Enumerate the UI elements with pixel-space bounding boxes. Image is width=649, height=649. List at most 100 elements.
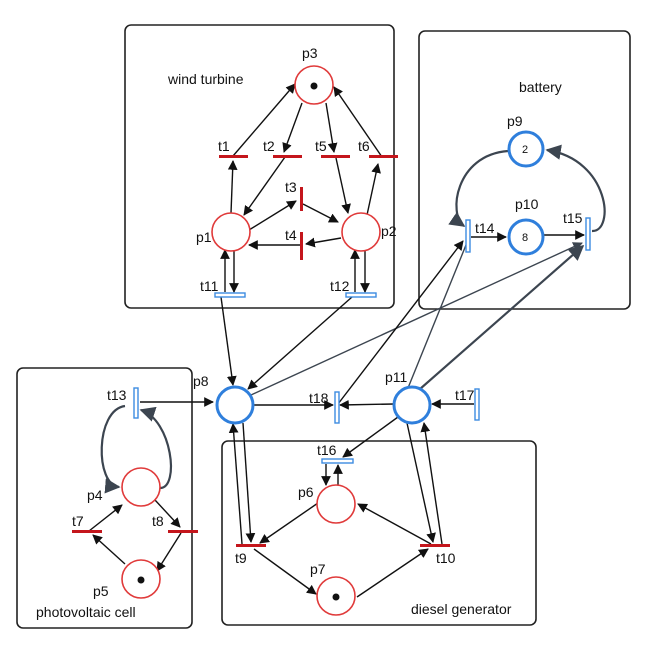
battery-box bbox=[418, 30, 631, 310]
transition-t3-label: t3 bbox=[285, 179, 297, 195]
place-p7-label: p7 bbox=[310, 561, 326, 577]
transition-t5-label: t5 bbox=[315, 138, 327, 154]
place-p10-label: p10 bbox=[515, 196, 539, 212]
transition-t9[interactable]: t9 bbox=[235, 544, 266, 566]
arc-t3-p2 bbox=[302, 203, 339, 223]
arc-t15-p9 bbox=[545, 144, 606, 233]
transition-t9-label: t9 bbox=[235, 550, 247, 566]
arc-t13-p4 bbox=[100, 404, 126, 494]
arc-p8-t9 bbox=[242, 422, 256, 543]
arc-p11-t14 bbox=[407, 244, 467, 389]
transition-t8[interactable]: t8 bbox=[152, 513, 198, 533]
arc-p7-t10 bbox=[356, 548, 429, 598]
transition-t18[interactable]: t18 bbox=[309, 390, 340, 424]
token-dot bbox=[310, 82, 318, 90]
arc-p2-t4 bbox=[305, 237, 342, 248]
place-p11-label: p11 bbox=[385, 369, 408, 385]
arc-t18-t14 bbox=[337, 240, 464, 405]
arc-p4-t13 bbox=[139, 406, 172, 490]
photovoltaic-label: photovoltaic cell bbox=[36, 604, 136, 620]
transition-t4[interactable]: t4 bbox=[285, 227, 303, 260]
transition-t2-label: t2 bbox=[263, 138, 275, 154]
transition-t16[interactable]: t16 bbox=[317, 442, 354, 464]
transition-t17[interactable]: t17 bbox=[455, 387, 480, 421]
place-p4[interactable]: p4 bbox=[87, 467, 161, 507]
subsystem-photovoltaic: photovoltaic cell bbox=[16, 367, 193, 629]
place-p9-tokens: 2 bbox=[522, 144, 528, 156]
transition-t17-label: t17 bbox=[455, 387, 475, 403]
transition-t5[interactable]: t5 bbox=[315, 138, 350, 158]
transitions: t1 t2 t3 t4 t5 t6 t7 t8 bbox=[72, 138, 591, 566]
transition-t7[interactable]: t7 bbox=[72, 513, 102, 533]
transition-t6-label: t6 bbox=[358, 138, 370, 154]
arc-p11-t18 bbox=[339, 399, 395, 410]
place-p2[interactable]: p2 bbox=[341, 212, 397, 252]
transition-t11-label: t11 bbox=[200, 278, 219, 294]
place-p9[interactable]: 2 p9 bbox=[507, 113, 545, 168]
token-dot bbox=[137, 576, 145, 584]
place-p5-label: p5 bbox=[93, 583, 109, 599]
transition-t4-label: t4 bbox=[285, 227, 297, 243]
token-dot bbox=[332, 593, 340, 601]
arc-p3-t2 bbox=[282, 102, 303, 153]
place-p3[interactable]: p3 bbox=[294, 45, 334, 105]
arc-t11-p8 bbox=[220, 296, 237, 386]
place-p6[interactable]: p6 bbox=[298, 484, 356, 524]
transition-t2[interactable]: t2 bbox=[263, 138, 302, 158]
transition-t15[interactable]: t15 bbox=[563, 210, 591, 251]
transition-t14-label: t14 bbox=[475, 220, 495, 236]
arc-p3-t5 bbox=[325, 102, 338, 153]
transition-t13-label: t13 bbox=[107, 387, 127, 403]
transition-t3[interactable]: t3 bbox=[285, 179, 303, 211]
arc-t10-p11 bbox=[420, 422, 443, 545]
place-p8-label: p8 bbox=[193, 373, 209, 389]
transition-t12-label: t12 bbox=[330, 278, 350, 294]
place-p11[interactable]: p11 bbox=[385, 369, 432, 425]
place-p8[interactable]: p8 bbox=[193, 373, 255, 425]
arc-t6-p3 bbox=[333, 86, 383, 158]
place-p3-label: p3 bbox=[302, 45, 318, 61]
place-p10-tokens: 8 bbox=[522, 232, 528, 244]
arc-t5-p2 bbox=[335, 157, 351, 214]
transition-t14[interactable]: t14 bbox=[465, 219, 495, 253]
place-p7[interactable]: p7 bbox=[310, 561, 356, 616]
diesel-box bbox=[221, 440, 537, 626]
arc-t7-p4 bbox=[88, 504, 123, 532]
transition-t10[interactable]: t10 bbox=[420, 544, 456, 566]
arc-t1-p3 bbox=[232, 83, 296, 157]
arc-p4-t8 bbox=[154, 499, 181, 528]
place-p4-label: p4 bbox=[87, 487, 103, 503]
battery-label: battery bbox=[519, 79, 562, 95]
transition-t6[interactable]: t6 bbox=[358, 138, 398, 158]
place-p5[interactable]: p5 bbox=[93, 559, 161, 599]
place-p1[interactable]: p1 bbox=[196, 212, 251, 252]
arc-t12-p8 bbox=[247, 296, 353, 390]
photovoltaic-box bbox=[16, 367, 193, 629]
transition-t13[interactable]: t13 bbox=[107, 387, 139, 419]
place-p10[interactable]: 8 p10 bbox=[507, 196, 545, 256]
arc-p2-t6 bbox=[366, 163, 381, 216]
transition-t18-label: t18 bbox=[309, 390, 329, 406]
arcs bbox=[88, 83, 606, 598]
diesel-label: diesel generator bbox=[411, 601, 512, 617]
wind-turbine-label: wind turbine bbox=[167, 71, 244, 87]
arc-p11-t16 bbox=[342, 416, 399, 458]
arc-t2-p1 bbox=[243, 156, 286, 216]
places: p1 p2 p3 p4 p5 p6 p7 bbox=[87, 45, 545, 616]
transition-t16-label: t16 bbox=[317, 442, 337, 458]
transition-t10-label: t10 bbox=[436, 550, 456, 566]
place-p9-label: p9 bbox=[507, 113, 523, 129]
transition-t1-label: t1 bbox=[218, 138, 230, 154]
transition-t12[interactable]: t12 bbox=[330, 278, 377, 298]
wind-turbine-box bbox=[124, 24, 395, 309]
subsystem-diesel: diesel generator bbox=[221, 440, 537, 626]
arc-p11-t15 bbox=[419, 244, 585, 390]
arc-t8-p5 bbox=[156, 532, 182, 572]
transition-t11[interactable]: t11 bbox=[200, 278, 246, 298]
arc-t9-p7 bbox=[253, 548, 317, 595]
place-p1-label: p1 bbox=[196, 229, 212, 245]
transition-t8-label: t8 bbox=[152, 513, 164, 529]
arc-p11-t10 bbox=[406, 422, 436, 543]
arc-t10-p6 bbox=[357, 503, 432, 545]
transition-t1[interactable]: t1 bbox=[218, 138, 248, 158]
